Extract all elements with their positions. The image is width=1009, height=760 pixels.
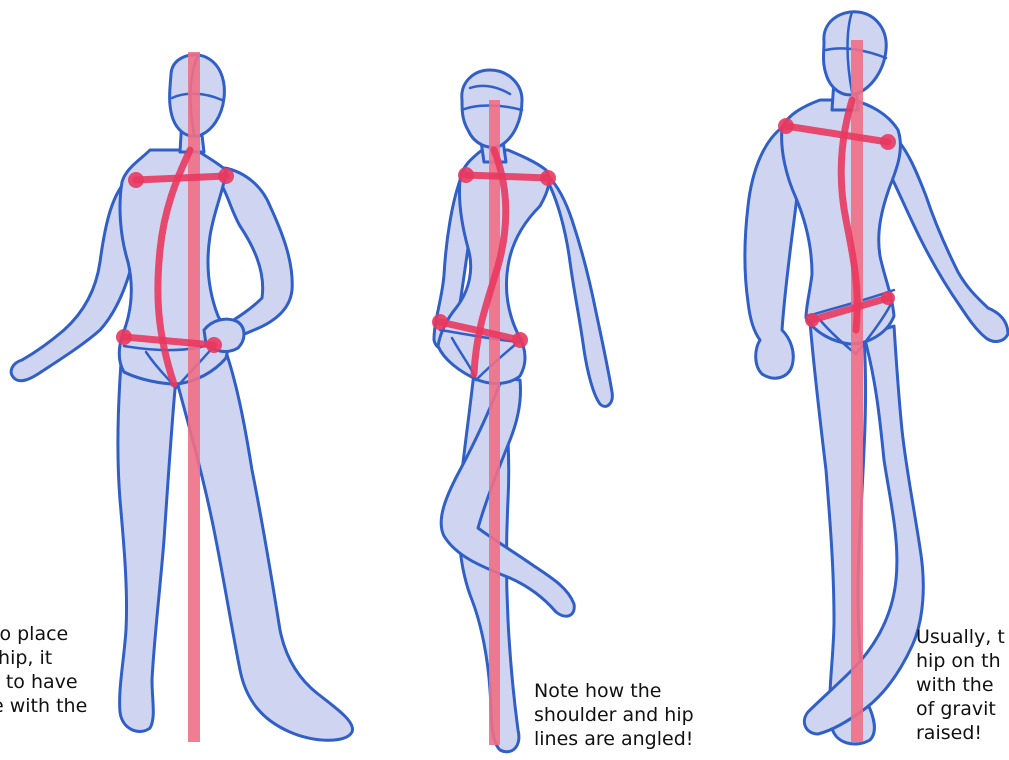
figure-left-arm-extended bbox=[11, 175, 134, 381]
figure-right-arm-right bbox=[888, 132, 1008, 341]
caption-middle-line: Note how the bbox=[534, 679, 694, 703]
caption-middle-line: lines are angled! bbox=[534, 727, 694, 751]
shoulder-line-middle bbox=[466, 175, 548, 178]
caption-left-line: r to have bbox=[0, 670, 87, 694]
caption-left-line: e with the bbox=[0, 694, 87, 718]
caption-left-line: to place bbox=[0, 622, 87, 646]
figure-middle-arm-right bbox=[546, 176, 612, 406]
caption-right-line: raised! bbox=[916, 721, 1005, 745]
gravity-line-middle bbox=[489, 100, 500, 745]
shoulder-line-left bbox=[136, 176, 226, 180]
figure-left-leg-right bbox=[118, 350, 176, 731]
figure-left-leg-left bbox=[176, 346, 353, 740]
gravity-line-right bbox=[851, 40, 863, 742]
caption-right-line: of gravit bbox=[916, 697, 1005, 721]
caption-right-line: with the bbox=[916, 673, 1005, 697]
caption-right-line: Usually, t bbox=[916, 625, 1005, 649]
figure-middle bbox=[432, 70, 612, 752]
caption-right-line: hip on th bbox=[916, 649, 1005, 673]
caption-left-line: hip, it bbox=[0, 646, 87, 670]
caption-middle-line: shoulder and hip bbox=[534, 703, 694, 727]
